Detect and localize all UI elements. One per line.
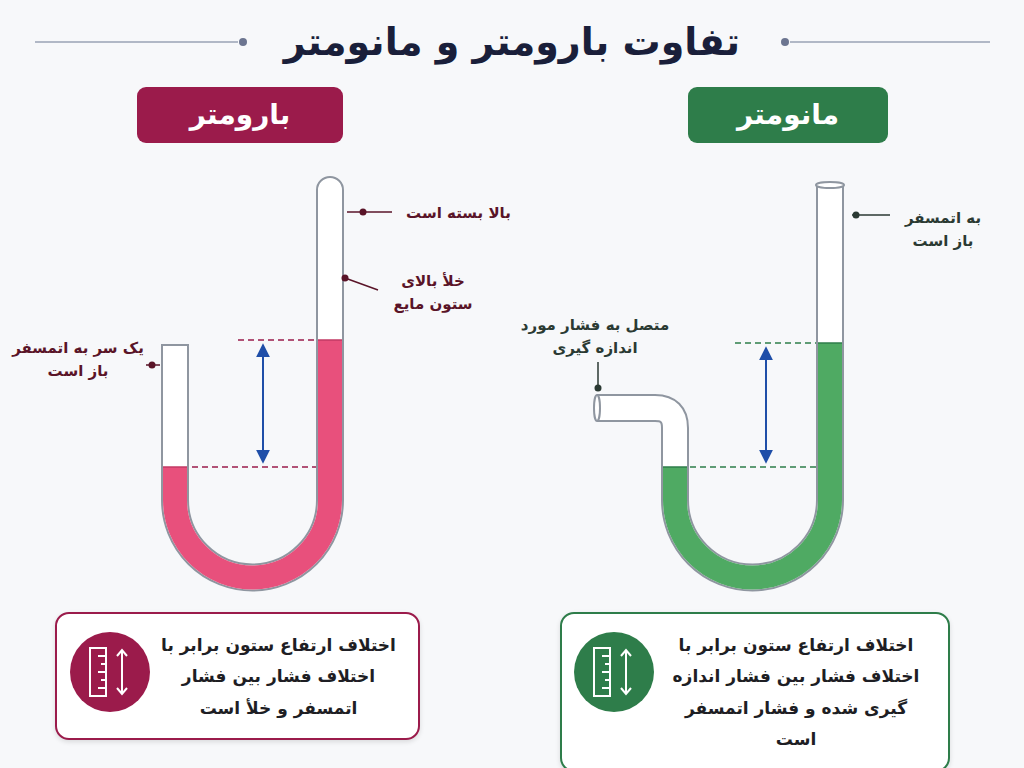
manometer-leaders	[595, 212, 891, 392]
manometer-tube	[594, 182, 844, 578]
barometer-note-box: اختلاف ارتفاع ستون برابر با اختلاف فشار …	[55, 612, 420, 740]
barometer-header: بارومتر	[137, 87, 343, 143]
barometer-level-lines	[192, 340, 316, 467]
note-text: اختلاف ارتفاع ستون برابر با اختلاف فشار …	[157, 630, 400, 724]
callout-open-end: یک سر به اتمسفر باز است	[12, 337, 144, 382]
callout-open-end: به اتمسفر باز است	[893, 207, 993, 252]
manometer-note-box: اختلاف ارتفاع ستون برابر با اختلاف فشار …	[560, 612, 950, 768]
page-title: تفاوت بارومتر و مانومتر	[250, 14, 774, 70]
header-text: بارومتر	[190, 97, 291, 133]
callout-closed-top: بالا بسته است	[396, 202, 521, 225]
callout-pressure-inlet: متصل به فشار مورد اندازه گیری	[520, 314, 670, 359]
manometer-header: مانومتر	[688, 87, 888, 143]
manometer-level-lines	[690, 343, 816, 467]
barometer-tube	[160, 190, 342, 577]
header-text: مانومتر	[737, 97, 839, 133]
note-text: اختلاف ارتفاع ستون برابر با اختلاف فشار …	[662, 630, 930, 756]
callout-vacuum: خلأ بالای ستون مایع	[378, 270, 488, 315]
barometer-leaders	[146, 209, 392, 369]
